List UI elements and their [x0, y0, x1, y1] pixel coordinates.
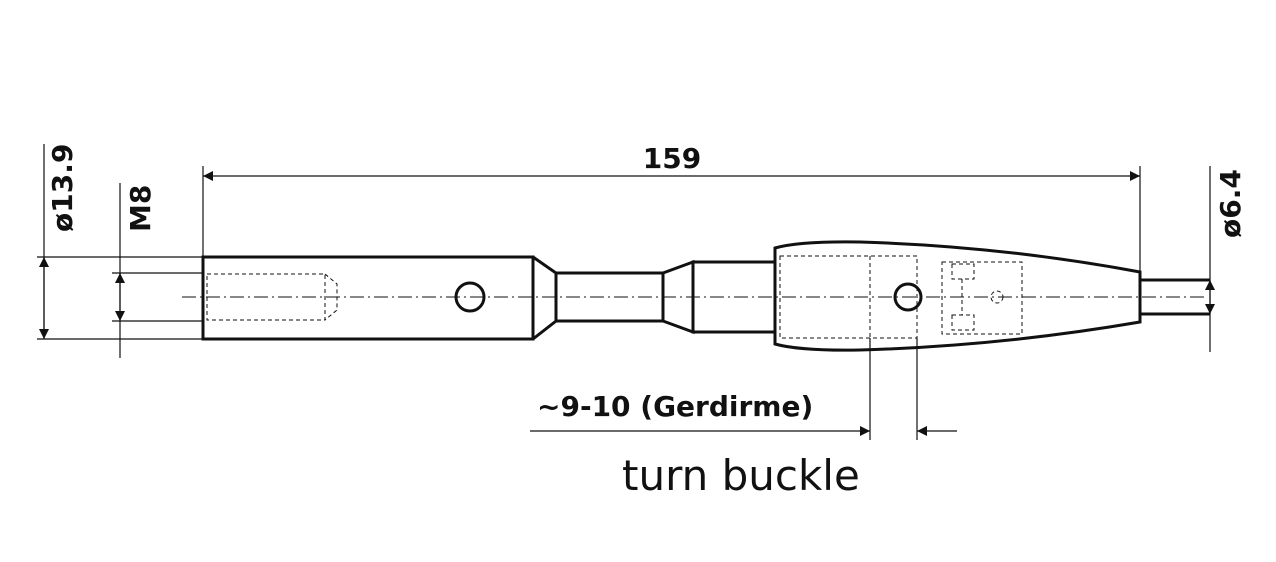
thread-label: M8 — [124, 185, 157, 232]
right-diameter-dimension: ø6.4 — [1205, 166, 1247, 352]
left-threaded-body — [201, 255, 535, 341]
thread-dimension: M8 — [112, 183, 203, 358]
diameter-left-label: ø13.9 — [46, 144, 79, 232]
swage-sleeve — [773, 240, 1210, 352]
neck-section — [532, 255, 777, 341]
overall-length-dimension: 159 — [202, 142, 1141, 272]
overall-length-label: 159 — [643, 142, 701, 175]
cross-hole — [454, 281, 486, 313]
left-diameter-dimension: ø13.9 — [37, 144, 203, 340]
adjustment-dimension: ~9-10 (Gerdirme) — [530, 338, 957, 440]
cable — [1140, 278, 1210, 316]
diameter-right-label: ø6.4 — [1214, 169, 1247, 238]
adjustment-label: ~9-10 (Gerdirme) — [537, 390, 813, 423]
cross-hole — [893, 282, 923, 312]
caption: turn buckle — [622, 451, 860, 500]
